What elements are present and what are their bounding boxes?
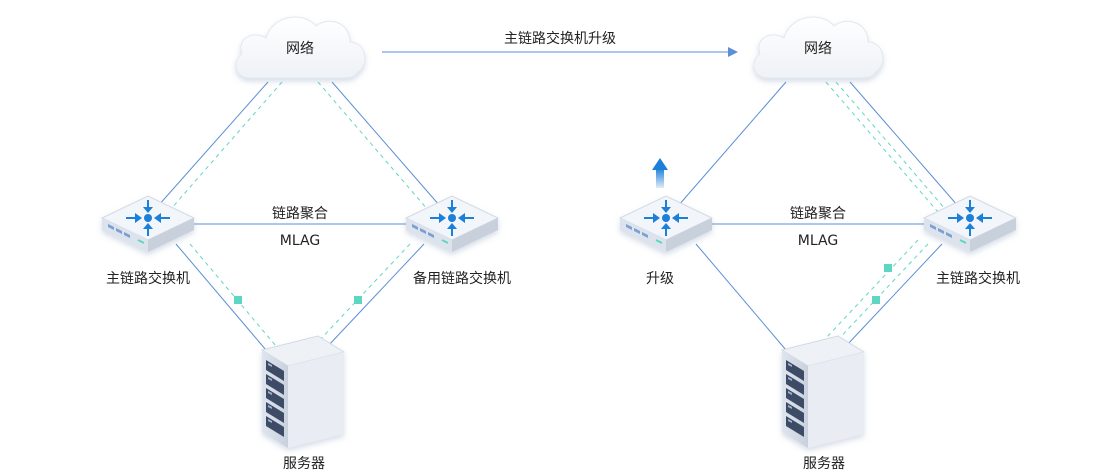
link-cloud-primary-dashed-2 (825, 81, 939, 213)
link-cloud-backup-dashed (317, 81, 429, 211)
switch-icon (101, 195, 195, 253)
backup-switch-label: 备用链路交换机 (413, 270, 511, 287)
server-label: 服务器 (283, 456, 325, 472)
primary-switch-label: 主链路交换机 (106, 270, 190, 287)
server-label: 服务器 (803, 456, 845, 472)
upload-arrow-icon (652, 158, 668, 188)
link-label-bottom: MLAG (280, 233, 320, 249)
link-cloud-primary-dashed (169, 81, 283, 211)
link-cloud-primary (157, 81, 269, 207)
link-primary-server (845, 243, 943, 347)
link-primary-server (175, 243, 267, 351)
link-marker (234, 296, 242, 304)
left-links (157, 81, 441, 351)
upgrading-switch-label: 升级 (646, 271, 674, 287)
switch-icon (405, 195, 499, 253)
cloud-label: 网络 (286, 41, 314, 57)
transition-arrow: 主链路交换机升级 (382, 30, 738, 57)
link-label-top: 链路聚合 (790, 206, 846, 222)
switch-icon (619, 195, 713, 253)
link-label-top: 链路聚合 (272, 206, 328, 222)
link-primary-server-dashed (189, 243, 277, 347)
link-backup-server-dashed (315, 243, 411, 345)
switch-icon (923, 195, 1017, 253)
link-cloud-backup (331, 81, 441, 207)
cloud-label: 网络 (804, 41, 832, 57)
server-icon (781, 335, 865, 449)
link-cloud-primary-dashed (835, 81, 947, 211)
transition-label: 主链路交换机升级 (504, 30, 616, 47)
link-marker (872, 296, 880, 304)
link-cloud-primary (849, 81, 959, 207)
link-label-bottom: MLAG (798, 233, 838, 249)
right-links (677, 81, 959, 351)
link-upgrading-server (695, 243, 787, 351)
left-panel: 网络 主链路交换机 备用链路交换机 链路聚合 MLAG 服务器 (101, 16, 511, 472)
link-backup-server (327, 243, 425, 347)
link-primary-server-dashed (833, 243, 929, 345)
link-marker (354, 296, 362, 304)
right-panel: 网络 升级 主链路交换机 链路聚合 MLAG 服务器 (619, 16, 1020, 472)
link-primary-server-dashed-2 (825, 239, 919, 339)
primary-switch-label: 主链路交换机 (936, 270, 1020, 287)
server-icon (261, 335, 345, 449)
link-marker (884, 264, 892, 272)
link-cloud-upgrading (677, 81, 787, 207)
arrow-head (728, 47, 738, 57)
